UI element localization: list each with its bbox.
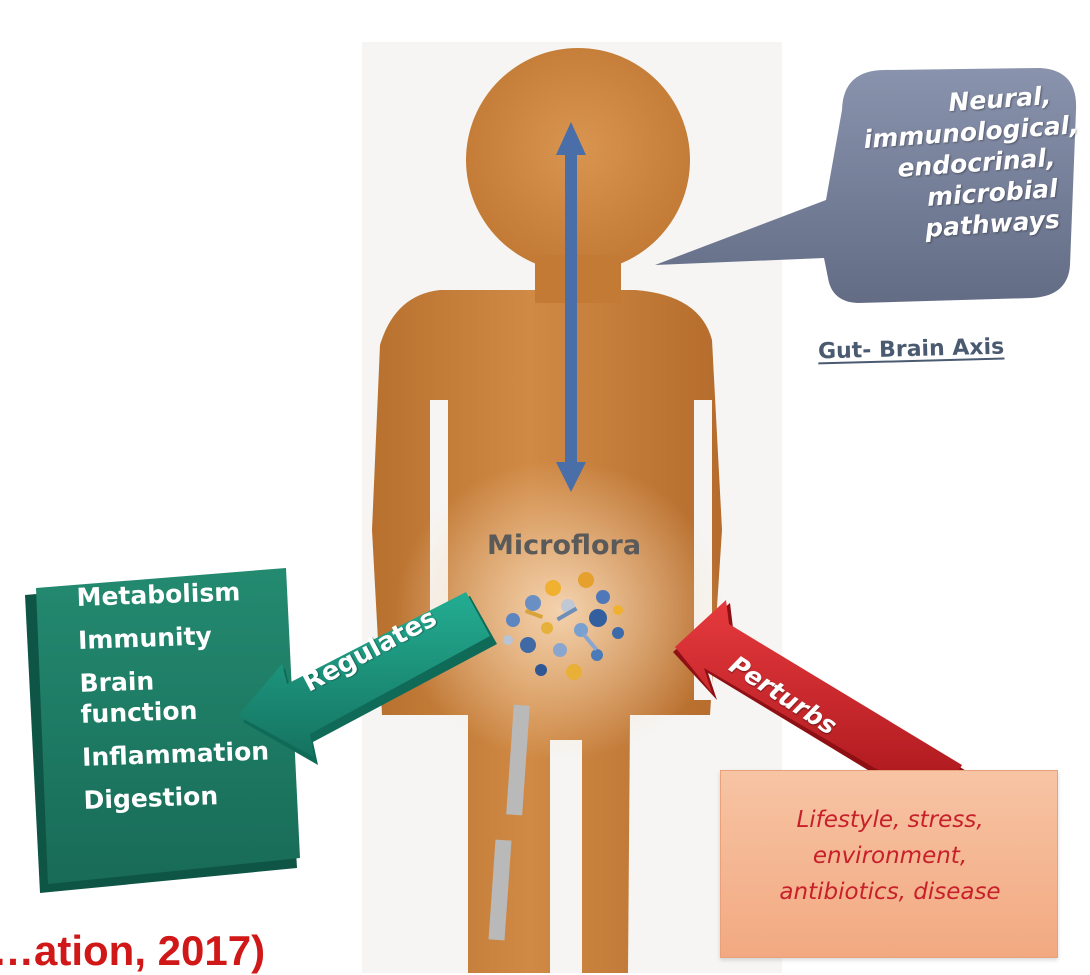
gut-brain-axis-title: Gut- Brain Axis — [818, 335, 1005, 365]
human-figure — [372, 48, 725, 973]
function-list: Metabolism Immunity Brain function Infla… — [76, 574, 314, 828]
microflora-label: Microflora — [487, 530, 641, 561]
function-item: Digestion — [83, 777, 314, 816]
function-item: Metabolism — [76, 574, 307, 613]
function-item: Inflammation — [82, 734, 313, 773]
function-item: Brain function — [79, 663, 231, 730]
figure-neck — [535, 255, 621, 303]
cause-line: environment, — [740, 838, 1040, 874]
figure-head — [466, 48, 690, 272]
causes-text: Lifestyle, stress, environment, antibiot… — [740, 802, 1040, 910]
pathways-bubble-text: Neural, immunological, endocrinal, micro… — [860, 80, 1060, 248]
cause-line: antibiotics, disease — [740, 874, 1040, 910]
cause-line: Lifestyle, stress, — [740, 802, 1040, 838]
function-item: Immunity — [78, 617, 309, 656]
citation-text: …ation, 2017) — [0, 927, 265, 975]
